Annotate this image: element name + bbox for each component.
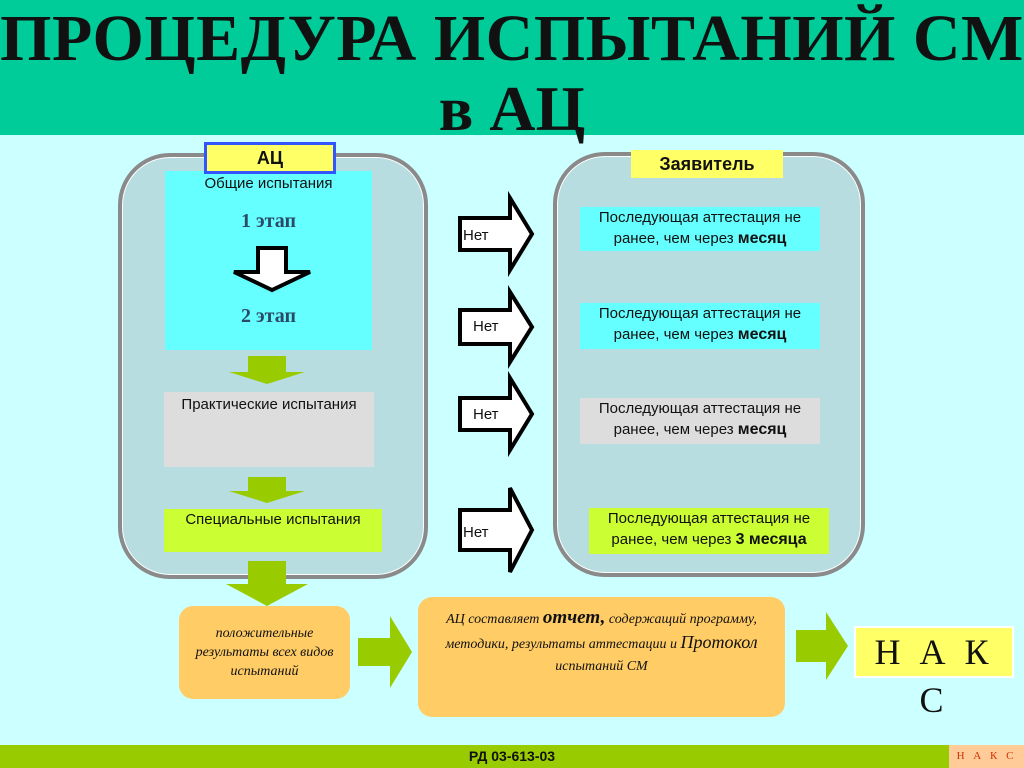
no-arrow xyxy=(458,370,535,458)
footer-bar xyxy=(0,745,1024,768)
note-text: Последующая аттестация не ранее, чем чер… xyxy=(607,510,811,548)
attestation-note: Последующая аттестация не ранее, чем чер… xyxy=(580,398,820,444)
page-title-line2: в АЦ xyxy=(438,73,586,144)
no-label: Нет xyxy=(463,524,489,541)
general-tests-label: Общие испытания xyxy=(204,175,333,192)
special-tests-label: Специальные испытания xyxy=(185,511,361,528)
note-period: месяц xyxy=(737,230,787,247)
document-code: РД 03-613-03 xyxy=(468,748,556,764)
naks-box: Н А К С xyxy=(854,626,1014,720)
no-arrow xyxy=(458,190,535,278)
naks-logo: Н А К С xyxy=(949,745,1024,768)
note-period: месяц xyxy=(737,421,787,438)
header-bar xyxy=(0,0,1024,135)
attestation-note: Последующая аттестация не ранее, чем чер… xyxy=(580,207,820,251)
note-text: Последующая аттестация не ранее, чем чер… xyxy=(598,305,802,343)
positive-results-box: положительные результаты всех видов испы… xyxy=(179,606,350,699)
green-right-arrow xyxy=(796,612,848,680)
stage-2-label: 2 этап xyxy=(241,305,296,327)
green-down-arrow xyxy=(229,477,305,503)
stage-down-arrow xyxy=(233,246,311,293)
no-label: Нет xyxy=(463,227,489,244)
practical-tests-label: Практические испытания xyxy=(181,396,357,413)
green-right-arrow xyxy=(358,616,412,688)
page-title: ПРОЦЕДУРА ИСПЫТАНИЙ СМ xyxy=(0,2,1024,75)
report-box: АЦ составляет отчет, содержащий программ… xyxy=(418,597,785,717)
no-arrow xyxy=(458,285,535,369)
protocol-emphasis: Протокол xyxy=(680,632,758,652)
green-down-arrow xyxy=(229,356,305,384)
report-emphasis: отчет, xyxy=(542,607,606,628)
report-text: испытаний СМ xyxy=(555,659,648,674)
attestation-note: Последующая аттестация не ранее, чем чер… xyxy=(589,508,829,554)
applicant-tag: Заявитель xyxy=(631,150,783,178)
no-label: Нет xyxy=(473,318,499,335)
no-label: Нет xyxy=(473,406,499,423)
special-tests-box xyxy=(164,509,382,552)
report-text: АЦ составляет xyxy=(446,612,543,627)
green-down-arrow xyxy=(226,561,308,606)
no-arrow xyxy=(458,487,535,573)
note-period: 3 месяца xyxy=(735,531,807,548)
report-text: содержащий программу, методики, результа… xyxy=(445,612,757,652)
note-text: Последующая аттестация не ранее, чем чер… xyxy=(598,400,802,438)
practical-tests-box xyxy=(164,392,374,467)
note-text: Последующая аттестация не ранее, чем чер… xyxy=(598,209,802,247)
ac-tag: АЦ xyxy=(204,142,336,174)
stage-1-label: 1 этап xyxy=(241,210,296,232)
note-period: месяц xyxy=(737,326,787,343)
attestation-note: Последующая аттестация не ранее, чем чер… xyxy=(580,303,820,349)
